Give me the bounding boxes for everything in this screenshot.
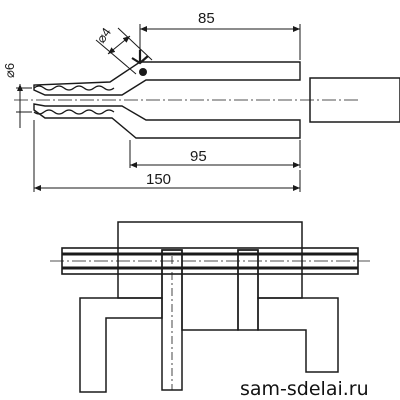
base-bracket-right <box>257 297 339 373</box>
nozzle-upper-wall <box>33 61 301 96</box>
side-hole <box>139 68 147 76</box>
dim-label-diameter-6: ⌀6 <box>2 63 17 78</box>
dim-label-diameter-4: ⌀4 <box>93 25 114 46</box>
tube-serration-bottom <box>33 109 115 115</box>
dimension-diameter-6: ⌀6 <box>2 63 32 128</box>
dimension-top: 85 <box>139 10 301 60</box>
nozzle-section <box>14 50 400 139</box>
site-watermark: sam-sdelai.ru <box>240 378 369 400</box>
dim-label-85: 85 <box>198 10 215 27</box>
tube-serration-top <box>33 85 115 91</box>
clamp-block <box>117 221 303 331</box>
nozzle-lower-wall <box>33 103 301 139</box>
base-bracket-left <box>79 297 163 393</box>
dimension-bottom: 95 <box>129 140 301 168</box>
dimension-overall: 150 <box>33 120 301 192</box>
shaft-stub <box>309 77 400 123</box>
dimension-diameter-4: ⌀4 <box>93 25 153 75</box>
assembly-section <box>50 221 370 393</box>
dim-label-150: 150 <box>146 171 171 188</box>
dim-label-95: 95 <box>190 148 207 165</box>
vertical-slot-right <box>237 249 259 331</box>
